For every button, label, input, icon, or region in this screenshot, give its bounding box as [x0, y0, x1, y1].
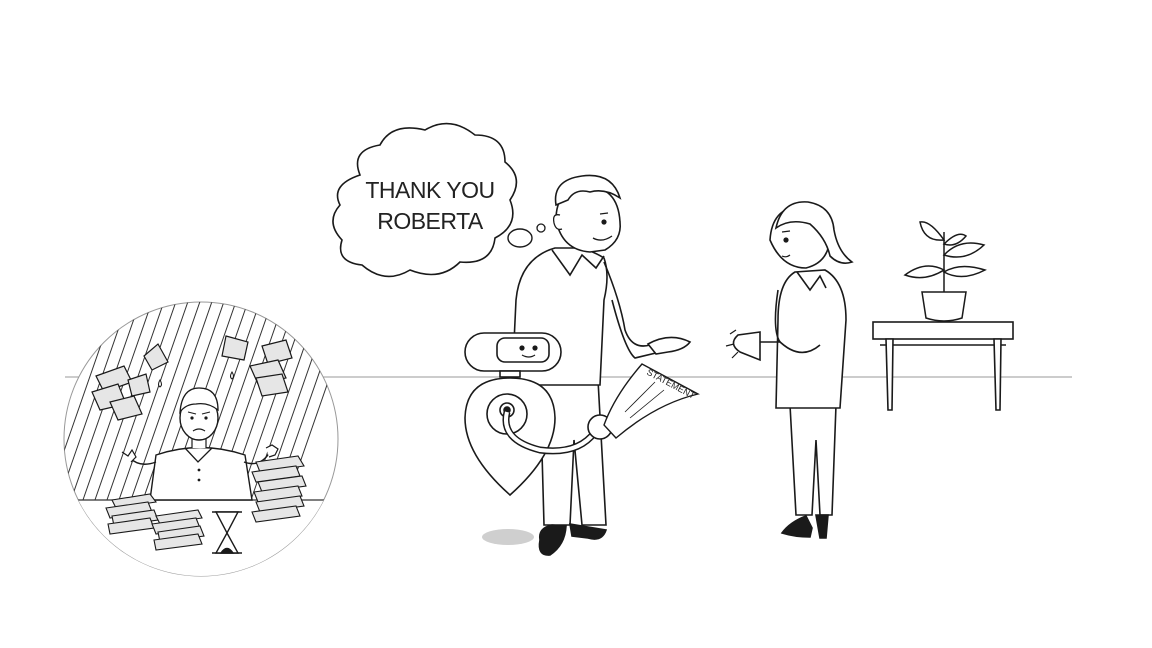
thought-bubble: THANK YOU ROBERTA — [332, 122, 546, 278]
thought-cloud-icon — [332, 122, 518, 278]
woman-figure — [725, 201, 854, 539]
table-icon — [872, 321, 1014, 411]
hourglass-icon — [212, 511, 242, 554]
robot-icon — [464, 332, 613, 545]
stressed-worker-inset — [63, 301, 339, 577]
thought-bubble-line2: ROBERTA — [377, 208, 484, 234]
document-icon: STATEMENT — [603, 363, 700, 439]
paper-stack-left — [105, 493, 159, 535]
paper-stack-right — [251, 455, 307, 523]
hatched-background — [64, 302, 338, 576]
thought-bubble-line1: THANK YOU — [365, 177, 494, 203]
plant-icon — [903, 221, 987, 322]
paper-stack-middle — [151, 509, 205, 551]
flying-papers — [91, 335, 293, 421]
